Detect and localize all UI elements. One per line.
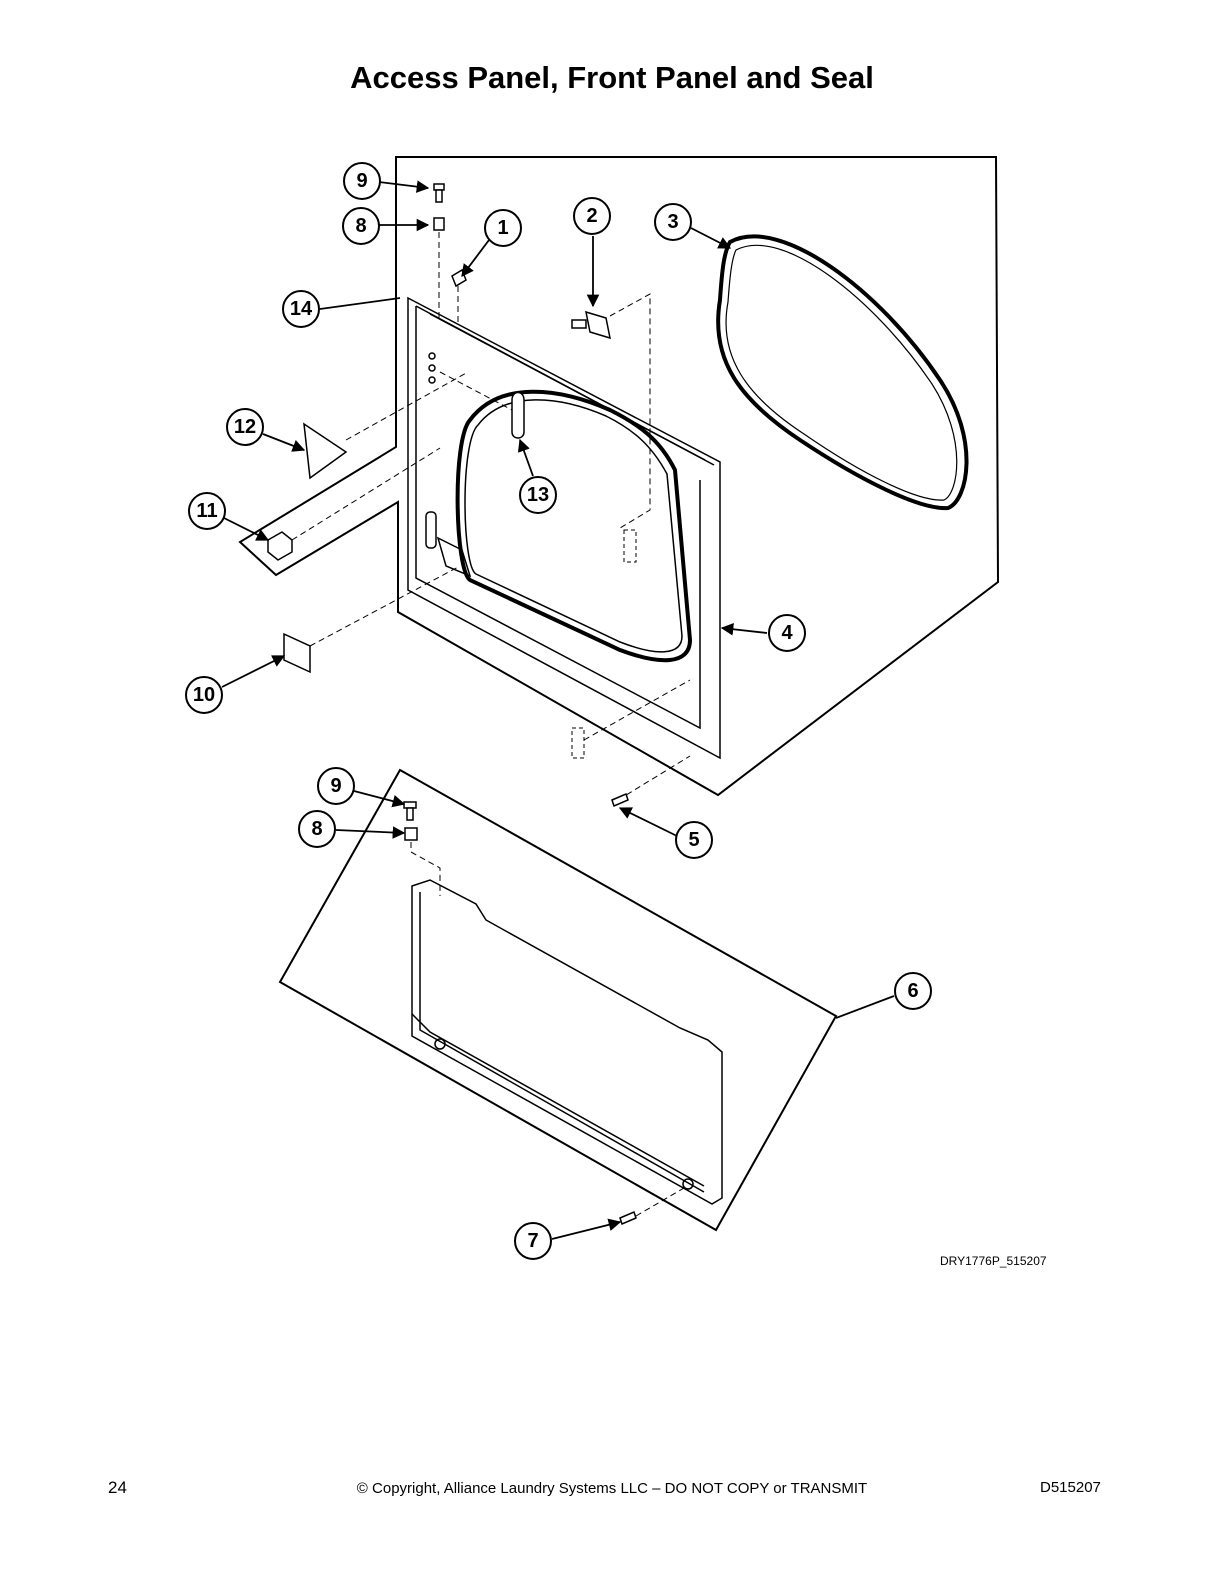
callout-label-14: 14 <box>290 298 313 320</box>
leader-8-bottom <box>335 826 406 839</box>
callout-label-9-top: 9 <box>356 170 367 192</box>
front-panel-screw <box>611 792 629 808</box>
page-number: 24 <box>108 1478 127 1497</box>
copyright-notice: © Copyright, Alliance Laundry Systems LL… <box>356 1480 868 1497</box>
rating-plate <box>283 632 311 674</box>
callout-9-top <box>343 162 381 200</box>
access-panel-screw <box>619 1210 637 1226</box>
callout-9-bottom <box>317 767 355 805</box>
door-clip <box>267 531 293 561</box>
leader-3 <box>690 227 732 249</box>
callout-label-8-bottom: 8 <box>311 818 322 840</box>
leader-7 <box>551 1218 622 1240</box>
cabinet-outline-upper <box>238 156 1000 797</box>
callout-1 <box>484 209 522 247</box>
callout-label-5: 5 <box>688 829 699 851</box>
leader-11 <box>223 517 270 541</box>
callout-10 <box>185 676 223 714</box>
front-panel <box>407 296 721 760</box>
document-number: D515207 <box>1040 1479 1101 1496</box>
callout-11 <box>188 492 226 530</box>
door-switch <box>571 310 611 340</box>
leader-9-top <box>378 180 430 193</box>
callout-8-bottom <box>298 810 336 848</box>
callout-6 <box>894 972 932 1010</box>
hinge-cover <box>511 391 525 439</box>
leader-6 <box>835 995 895 1019</box>
callout-14 <box>282 290 320 328</box>
leader-14 <box>319 297 401 310</box>
leader-12 <box>262 433 306 452</box>
callout-label-8-top: 8 <box>355 215 366 237</box>
callout-8-top <box>342 207 380 245</box>
leader-4 <box>720 622 768 636</box>
callout-label-7: 7 <box>527 1230 538 1252</box>
callout-label-11: 11 <box>196 500 217 522</box>
page-title: Access Panel, Front Panel and Seal <box>350 60 874 95</box>
leader-10 <box>221 655 286 688</box>
top-screw-and-spacer <box>433 183 445 231</box>
drawing-id: DRY1776P_515207 <box>940 1254 1047 1268</box>
cabinet-outline-lower <box>278 768 838 1232</box>
callout-label-6: 6 <box>907 980 918 1002</box>
callout-12 <box>226 408 264 446</box>
callout-label-12: 12 <box>234 416 256 438</box>
leader-1 <box>461 239 490 278</box>
callout-label-9-bottom: 9 <box>330 775 341 797</box>
callout-label-4: 4 <box>781 622 793 644</box>
callout-2 <box>573 197 611 235</box>
door-seal <box>716 234 969 511</box>
leader-13 <box>517 438 534 477</box>
leader-5 <box>618 807 678 837</box>
access-panel <box>411 879 723 1205</box>
callout-13 <box>519 476 557 514</box>
callout-label-10: 10 <box>193 684 215 706</box>
callout-label-13: 13 <box>527 484 549 506</box>
warning-triangle-label <box>303 422 348 480</box>
lower-screw-and-spacer <box>403 801 418 841</box>
callout-7 <box>514 1222 552 1260</box>
callout-label-1: 1 <box>497 217 508 239</box>
leader-9-bottom <box>353 790 406 808</box>
callout-4 <box>768 614 806 652</box>
callout-3 <box>654 203 692 241</box>
callout-label-3: 3 <box>667 211 678 233</box>
callout-5 <box>675 821 713 859</box>
callout-label-2: 2 <box>586 205 597 227</box>
